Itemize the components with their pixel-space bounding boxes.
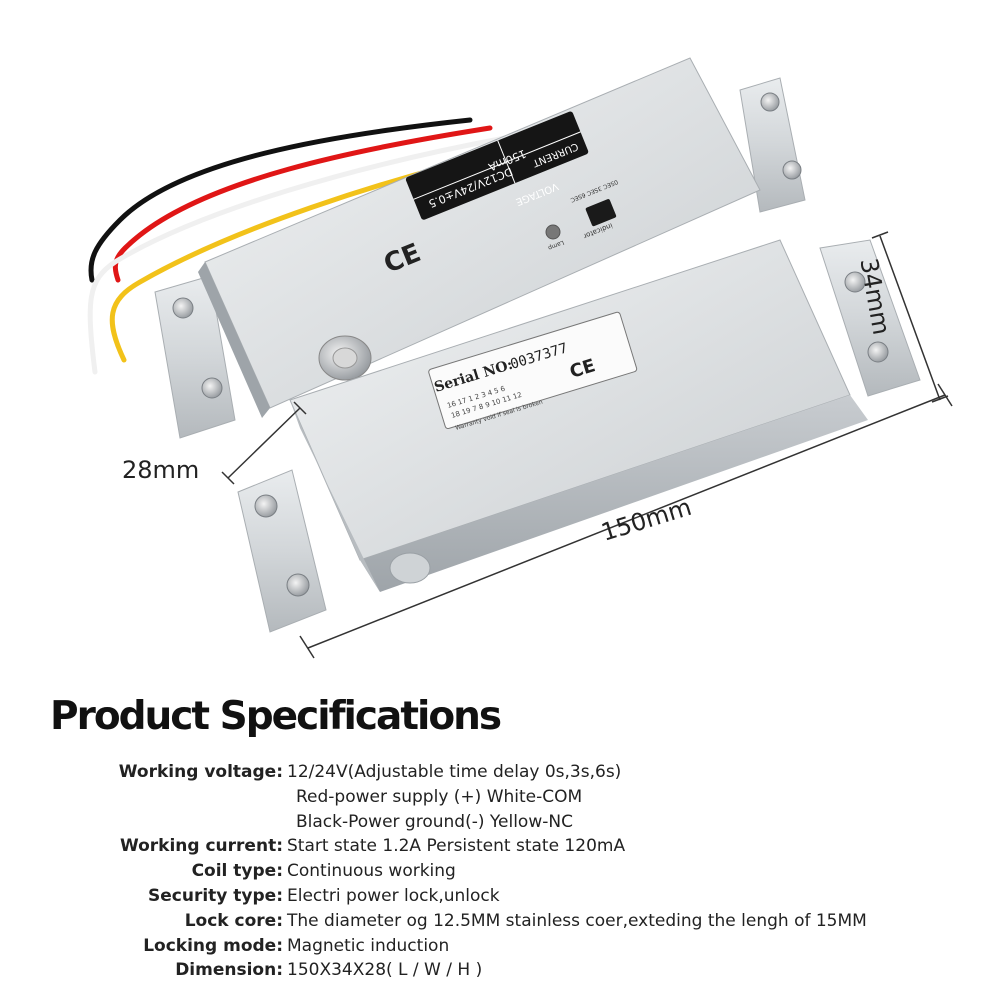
spec-row-coil-type: Coil type: Continuous working — [0, 859, 1000, 884]
spec-value: Continuous working — [287, 861, 456, 882]
spec-row-lock-core: Lock core: The diameter og 12.5MM stainl… — [0, 909, 1000, 934]
spec-value: Electri power lock,unlock — [287, 885, 500, 906]
spec-label: Lock core: — [184, 910, 283, 931]
lock-body-back: DC12V/24V±0.5 150mA VOLTAGE CURRENT CE i… — [154, 57, 806, 439]
spec-value: Start state 1.2A Persistent state 120mA — [287, 836, 626, 857]
spec-row-working-current: Working current: Start state 1.2A Persis… — [0, 834, 1000, 859]
spec-label: Working voltage: — [118, 762, 283, 782]
spec-value: Magnetic induction — [287, 935, 450, 956]
strike-plate-front: Serial NO: 0037377 CE 16 17 1 2 3 4 5 6 … — [237, 239, 921, 633]
spec-title: Product Specifications — [50, 694, 502, 739]
spec-row-dimension: Dimension: 150X34X28( L / W / H ) — [0, 958, 1000, 983]
spec-value-continued: Red-power supply (+) White-COM — [296, 786, 583, 807]
spec-value-continued: Black-Power ground(-) Yellow-NC — [296, 811, 573, 832]
spec-value: 150X34X28( L / W / H ) — [287, 960, 483, 981]
dimension-lines — [221, 231, 953, 659]
spec-label: Working current: — [119, 836, 283, 857]
spec-value: 12/24V(Adjustable time delay 0s,3s,6s) — [287, 762, 622, 782]
spec-row-working-voltage: Working voltage: 12/24V(Adjustable time … — [0, 760, 1000, 785]
spec-row-security-type: Security type: Electri power lock,unlock — [0, 884, 1000, 909]
product-illustration: DC12V/24V±0.5 150mA VOLTAGE CURRENT CE i… — [87, 57, 953, 659]
spec-list: Working voltage: 12/24V(Adjustable time … — [0, 760, 1000, 983]
spec-label: Coil type: — [191, 861, 283, 882]
spec-label: Dimension: — [175, 960, 283, 981]
spec-label: Locking mode: — [143, 935, 283, 956]
spec-value: The diameter og 12.5MM stainless coer,ex… — [287, 910, 867, 931]
spec-label: Security type: — [148, 885, 283, 906]
spec-row-locking-mode: Locking mode: Magnetic induction — [0, 934, 1000, 959]
dimension-height-label: 28mm — [122, 456, 200, 484]
